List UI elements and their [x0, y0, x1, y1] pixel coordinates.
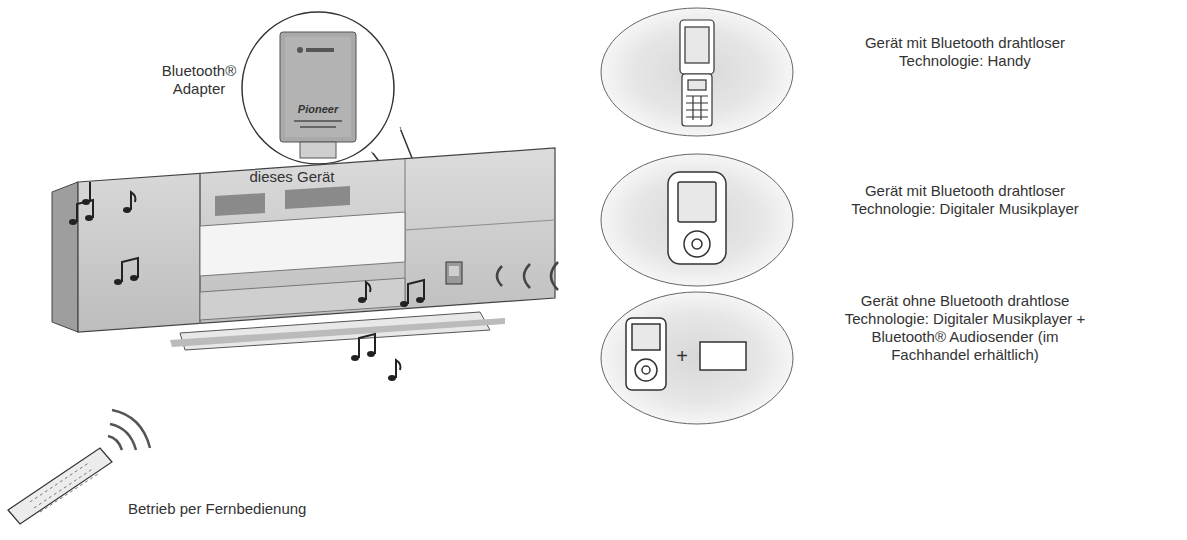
device-description: Gerät mit Bluetooth drahtloser Technolog…	[835, 34, 1095, 70]
mobile-phone-icon	[680, 20, 714, 126]
player-and-transmitter-icon	[626, 318, 746, 390]
brand-logo: Pioneer	[286, 102, 350, 116]
music-player-icon	[668, 172, 726, 264]
plus-sign: +	[670, 345, 694, 368]
device-bubbles	[601, 8, 793, 424]
device-label: dieses Gerät	[232, 168, 352, 186]
callout-label: Bluetooth® Adapter	[150, 62, 248, 98]
adapter-small	[446, 262, 462, 284]
remote-label: Betrieb per Fernbedienung	[128, 500, 358, 518]
device-description: Gerät ohne Bluetooth drahtlose Technolog…	[835, 292, 1095, 364]
micro-system	[52, 148, 555, 350]
device-description: Gerät mit Bluetooth drahtloser Technolog…	[835, 182, 1095, 218]
wireless-waves	[497, 262, 558, 290]
music-notes	[69, 182, 424, 381]
